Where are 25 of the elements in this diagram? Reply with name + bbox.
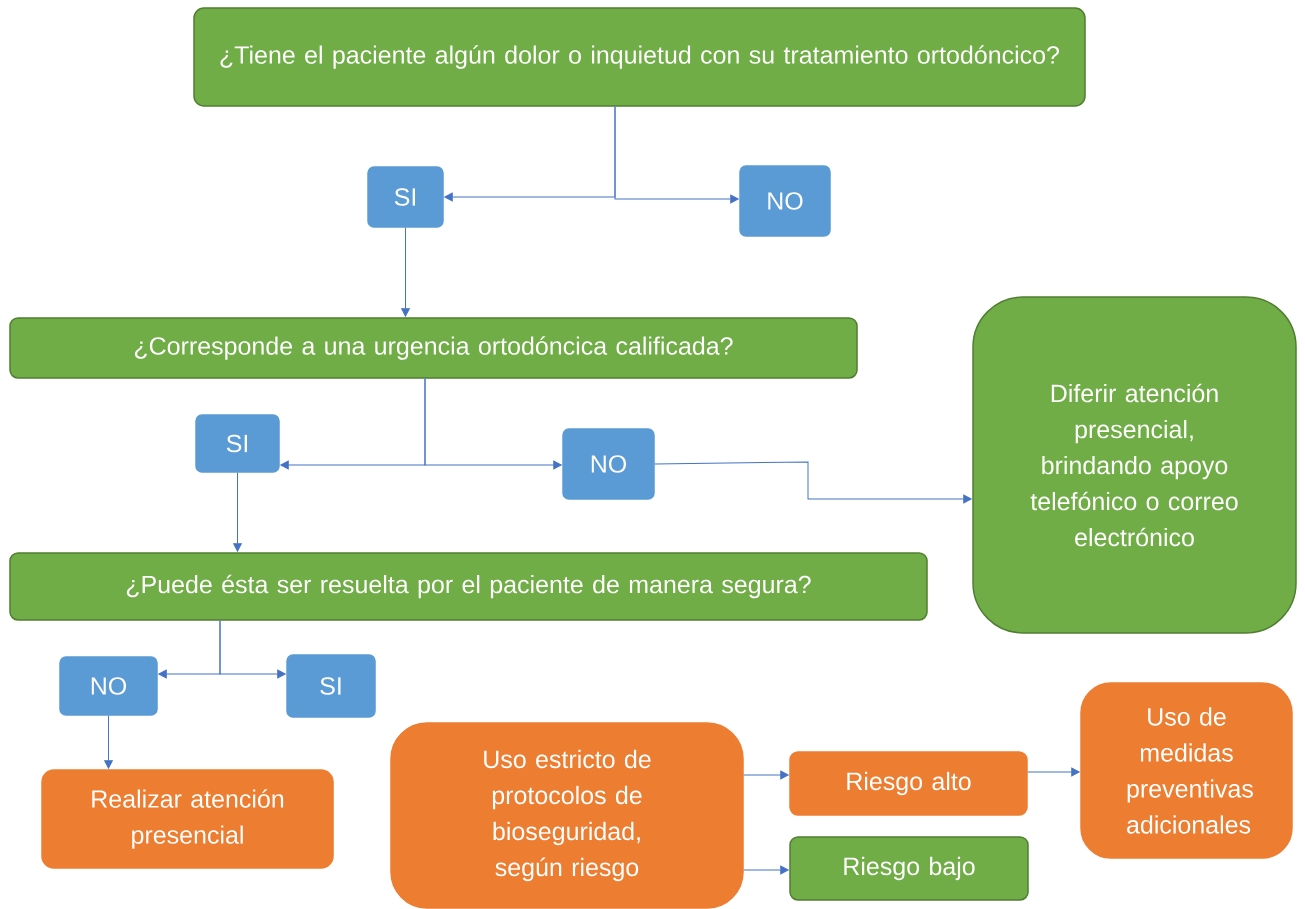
action-box: Riesgo alto [789,751,1028,816]
arrow [233,472,242,552]
choice-box: NO [59,656,158,716]
action-box: Uso estricto de protocolos de bioseguridad, según riesgo [390,722,744,909]
action-box: Riesgo bajo [789,836,1029,901]
arrow [1027,767,1080,777]
arrow [424,378,562,470]
question-box: ¿Puede ésta ser resuelta por el paciente de manera segura? [9,552,928,621]
choice-box: NO [739,165,831,237]
arrow [743,865,789,875]
action-box: Uso de medidas preventivas adicionales [1080,682,1293,859]
choice-box: SI [367,166,444,228]
action-box: Diferir atención presencial, brindando apoyo telefónico o correo electrónico [972,296,1297,634]
question-box: ¿Tiene el paciente algún dolor o inquietud con su tratamiento ortodóncico? [193,7,1086,107]
arrow [401,227,410,317]
choice-box: SI [195,414,280,473]
arrow [614,106,739,204]
choice-box: NO [562,428,655,500]
arrow [104,715,113,769]
arrow [219,620,286,679]
arrow [654,461,972,504]
action-box: Realizar atención presencial [41,769,334,869]
choice-box: SI [286,654,376,718]
arrow [743,770,789,780]
question-box: ¿Corresponde a una urgencia ortodóncica calificada? [9,317,858,379]
